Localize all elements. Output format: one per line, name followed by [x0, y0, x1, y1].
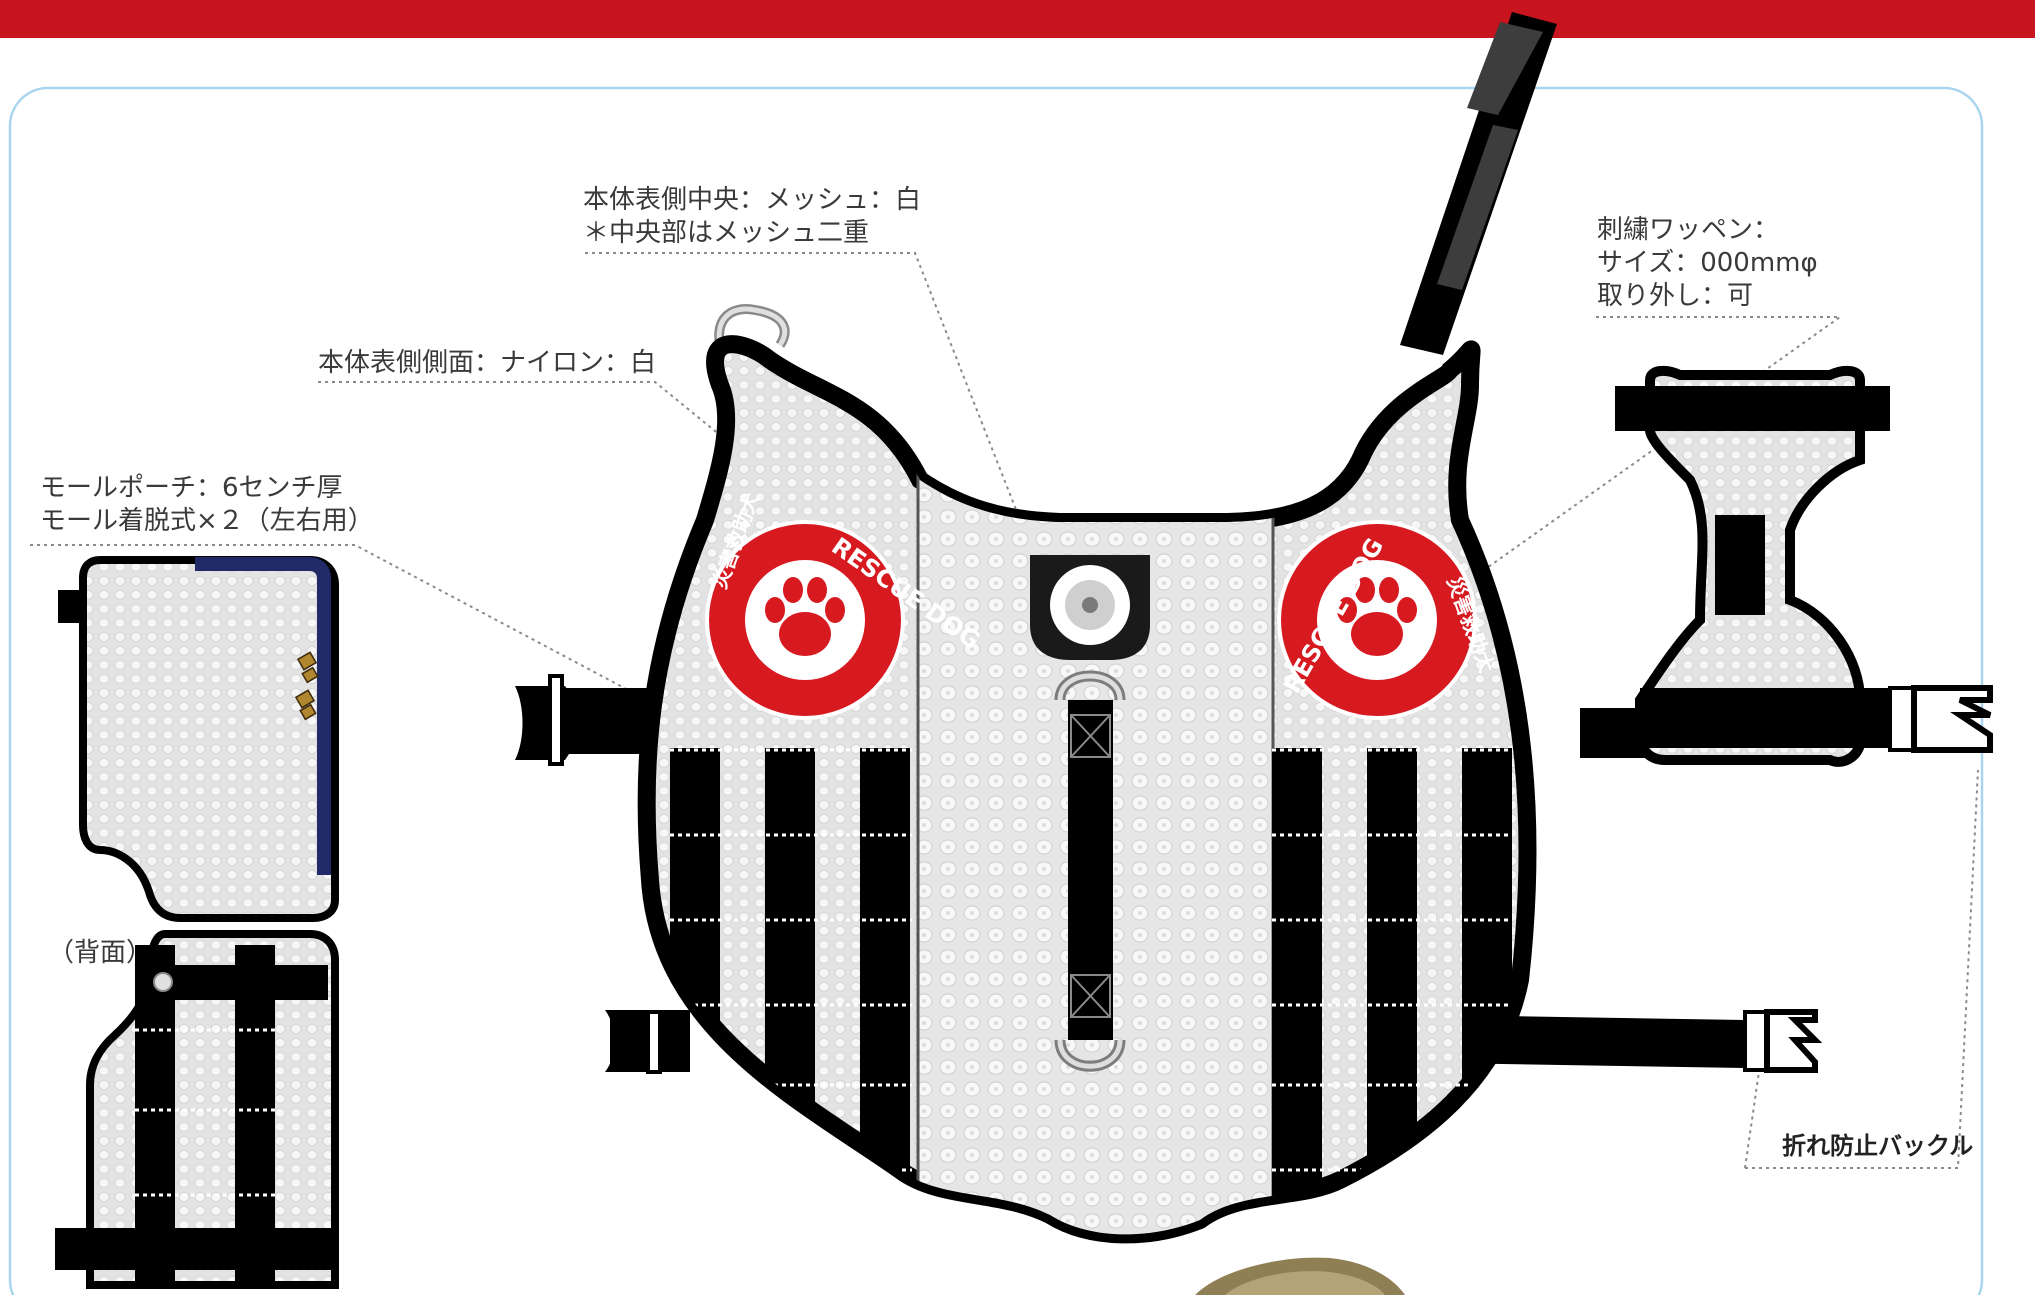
paw-print-icon [1337, 577, 1417, 656]
label-molle-pouch-line1: モールポーチ：6センチ厚 [40, 473, 343, 503]
paw-print-icon [765, 577, 845, 656]
label-mesh-center-line2: ＊中央部はメッシュ二重 [583, 218, 870, 248]
label-buckle-text: 折れ防止バックル [1782, 1132, 1974, 1160]
label-molle-pouch: モールポーチ：6センチ厚 モール着脱式×２（左右用） [40, 472, 374, 538]
grab-handle [1054, 670, 1126, 1072]
center-light [1030, 555, 1150, 660]
label-back-view: （背面） [48, 937, 152, 970]
label-patch: 刺繍ワッペン： サイズ：000mmφ 取り外し：可 [1597, 214, 1818, 313]
label-back-view-text: （背面） [48, 938, 153, 968]
dorsal-strap [1400, 12, 1557, 355]
label-patch-line2: サイズ：000mmφ [1597, 248, 1818, 278]
label-patch-line3: 取り外し：可 [1597, 281, 1754, 311]
patch-right: RESCUE DOG 災害救助犬 [1277, 520, 1499, 720]
label-buckle: 折れ防止バックル [1782, 1130, 1973, 1163]
label-mesh-center: 本体表側中央：メッシュ：白 ＊中央部はメッシュ二重 [583, 184, 921, 250]
label-patch-line1: 刺繍ワッペン： [1597, 215, 1780, 245]
molle-pouch-back [55, 930, 339, 1289]
label-side-nylon-text: 本体表側側面：ナイロン：白 [318, 348, 657, 378]
label-molle-pouch-line2: モール着脱式×２（左右用） [40, 506, 374, 536]
label-mesh-center-line1: 本体表側中央：メッシュ：白 [583, 185, 922, 215]
header-bar [0, 0, 2035, 38]
chest-harness [1580, 365, 1993, 767]
label-side-nylon: 本体表側側面：ナイロン：白 [318, 347, 656, 380]
molle-pouch-front [58, 556, 339, 922]
right-lower-strap-buckle [1440, 1009, 1823, 1073]
